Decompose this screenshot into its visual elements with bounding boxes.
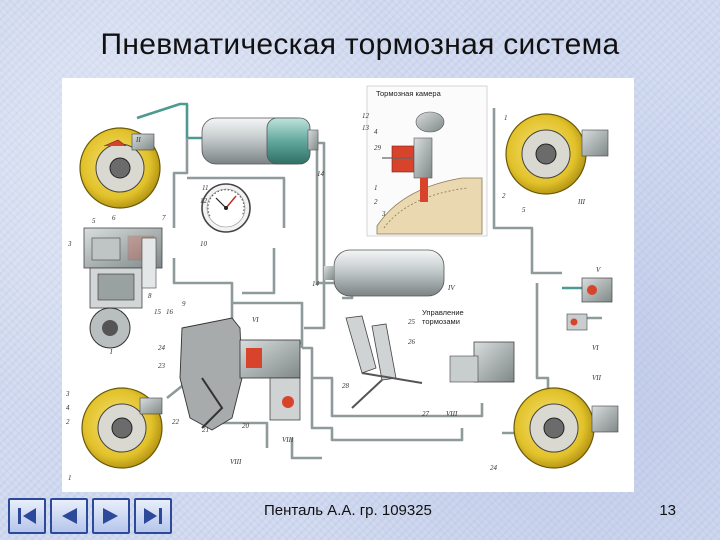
label-13: 13 xyxy=(362,124,370,132)
label-inset-1: 1 xyxy=(374,184,378,192)
rear-right-brake-drum xyxy=(513,387,619,469)
slide-title: Пневматическая тормозная система xyxy=(100,28,620,61)
label-II: II xyxy=(135,136,141,144)
last-slide-button[interactable] xyxy=(134,498,172,534)
rear-left-brake-drum xyxy=(81,387,163,469)
label-8: 8 xyxy=(148,292,152,300)
label-VI: VI xyxy=(592,344,599,352)
label-20: 20 xyxy=(242,422,250,430)
label-inset-3: 3 xyxy=(381,210,386,218)
author-footer: Пенталь А.А. гр. 109325 xyxy=(264,502,432,519)
front-receiver xyxy=(201,117,319,165)
control-caption-2: тормозами xyxy=(422,317,460,326)
label-22: 22 xyxy=(172,418,180,426)
previous-slide-button[interactable] xyxy=(50,498,88,534)
pressure-gauge xyxy=(201,183,251,233)
label-inset-29: 29 xyxy=(374,144,382,152)
label-23: 23 xyxy=(158,362,166,370)
label-I: I xyxy=(109,348,113,356)
label-14: 14 xyxy=(317,170,325,178)
label-12b: 12 xyxy=(200,197,208,205)
label-16: 16 xyxy=(166,308,174,316)
brake-valve xyxy=(179,317,301,431)
component-labels: 12 13 14 11 12 10 14 IV 5 6 7 8 9 3 I 15… xyxy=(65,112,602,482)
label-9: 9 xyxy=(182,300,186,308)
label-III: III xyxy=(577,198,586,206)
label-6: 6 xyxy=(112,214,116,222)
right-side-valves xyxy=(566,277,613,331)
label-inset-2: 2 xyxy=(374,198,378,206)
inset-caption: Тормозная камера xyxy=(376,89,442,98)
label-7: 7 xyxy=(162,214,166,222)
label-15: 15 xyxy=(154,308,162,316)
label-25: 25 xyxy=(408,318,416,326)
label-24b: 24 xyxy=(490,464,498,472)
label-w1: 1 xyxy=(68,474,72,482)
label-V: V xyxy=(596,266,601,274)
label-11: 11 xyxy=(202,184,208,192)
label-26: 26 xyxy=(408,338,416,346)
label-r1: 1 xyxy=(504,114,508,122)
front-right-brake-drum xyxy=(505,113,609,195)
brake-pedal-assembly: Управление тормозами xyxy=(345,308,515,409)
label-VII: VII xyxy=(592,374,602,382)
label-w4: 4 xyxy=(66,404,70,412)
label-28: 28 xyxy=(342,382,350,390)
label-27: 27 xyxy=(422,410,430,418)
label-inset-4: 4 xyxy=(374,128,378,136)
label-19: VIII xyxy=(282,436,294,444)
label-VIII-r: VIII xyxy=(446,410,458,418)
label-21: 21 xyxy=(202,426,209,434)
control-caption-1: Управление xyxy=(422,308,464,317)
brake-chamber-inset: Тормозная камера xyxy=(366,85,488,237)
last-slide-icon xyxy=(144,508,162,524)
front-left-brake-drum xyxy=(79,127,161,209)
label-12: 12 xyxy=(362,112,370,120)
label-3: 3 xyxy=(67,240,72,248)
label-24: 24 xyxy=(158,344,166,352)
previous-slide-icon xyxy=(62,508,77,524)
label-VI-c: VI xyxy=(252,316,259,324)
page-number: 13 xyxy=(659,502,676,519)
diagram-canvas: Тормозная камера xyxy=(65,85,619,482)
label-14b: 14 xyxy=(312,280,320,288)
first-slide-icon xyxy=(18,508,36,524)
label-5: 5 xyxy=(92,217,96,225)
slide-navigation xyxy=(8,498,172,534)
rear-receiver xyxy=(324,249,445,297)
label-IV: IV xyxy=(447,284,455,292)
label-VIII: VIII xyxy=(230,458,242,466)
compressor xyxy=(83,227,163,349)
label-10: 10 xyxy=(200,240,208,248)
label-r2: 2 xyxy=(502,192,506,200)
first-slide-button[interactable] xyxy=(8,498,46,534)
label-r5: 5 xyxy=(522,206,526,214)
pneumatic-brake-diagram: Тормозная камера xyxy=(62,78,634,492)
next-slide-button[interactable] xyxy=(92,498,130,534)
label-w2: 2 xyxy=(66,418,70,426)
label-w3: 3 xyxy=(65,390,70,398)
next-slide-icon xyxy=(103,508,118,524)
